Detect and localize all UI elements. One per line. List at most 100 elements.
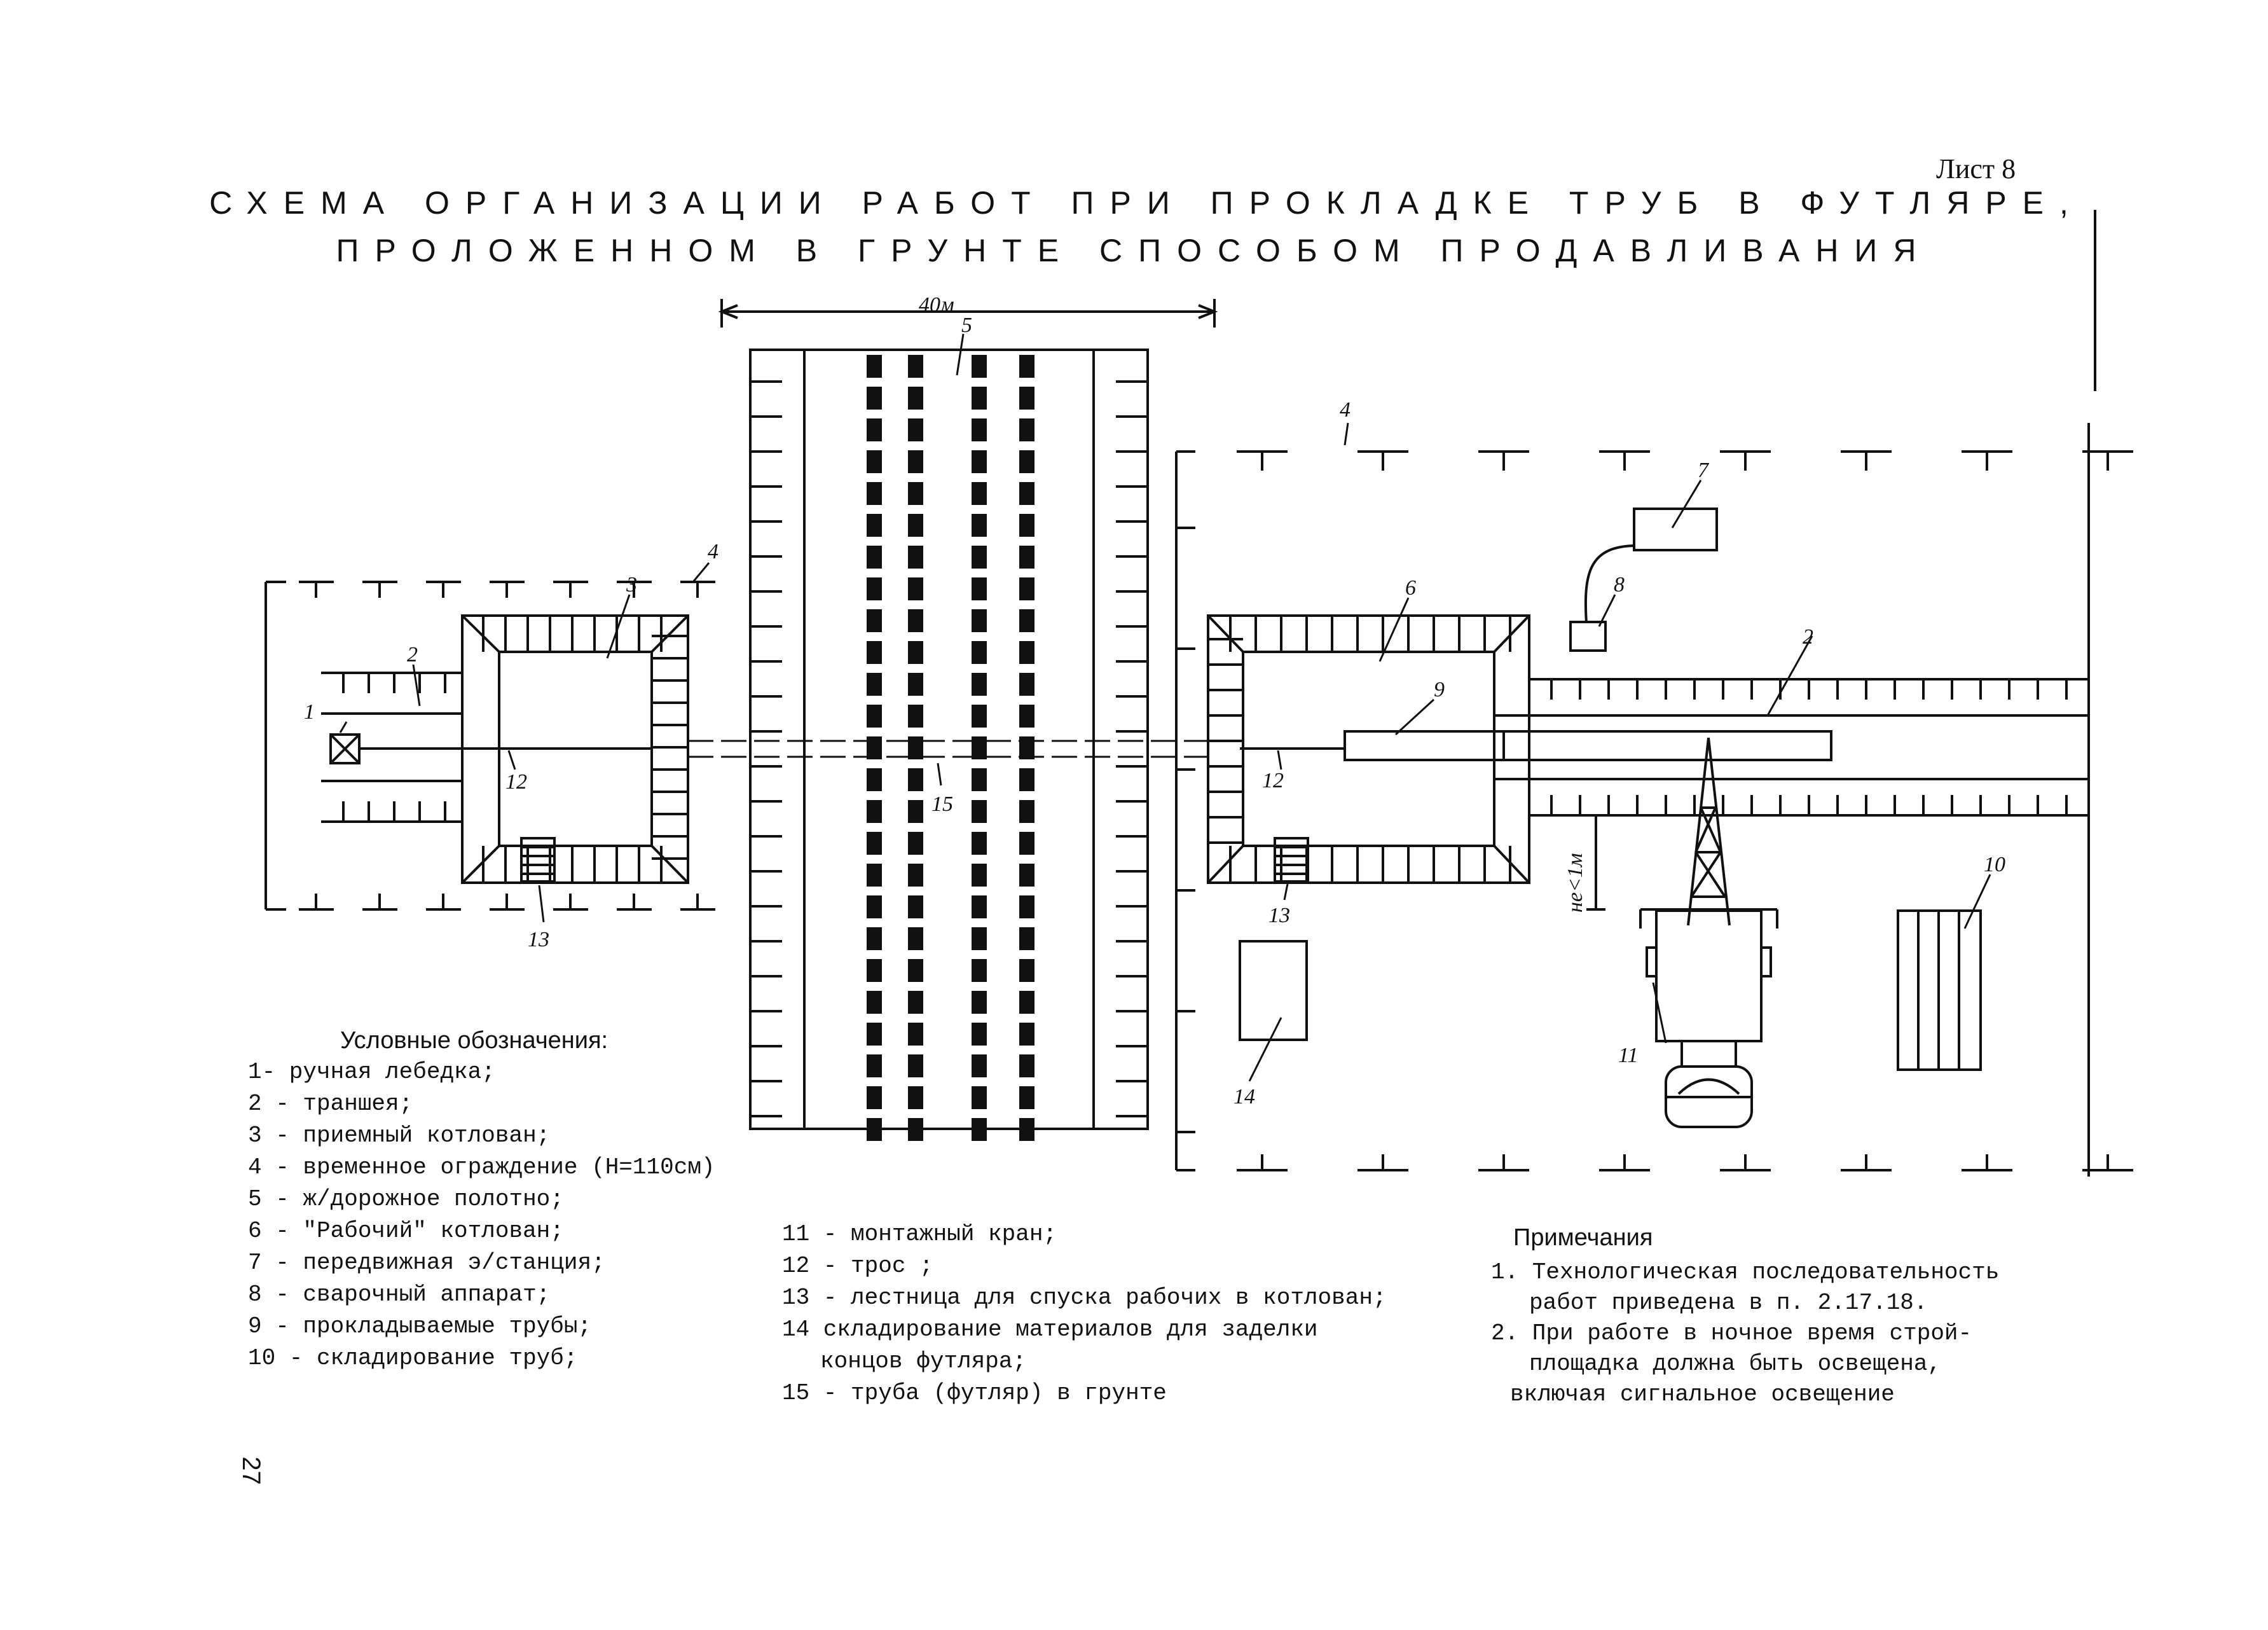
legend-item: 13 - лестница для спуска рабочих в котло…: [782, 1285, 1387, 1311]
rail-segment: [1019, 927, 1034, 950]
rail-segment: [908, 800, 923, 823]
hand-winch: [329, 733, 361, 764]
notes-list: 1. Технологическая последовательность ра…: [1491, 1259, 1999, 1412]
rail-segment: [867, 927, 882, 950]
rail-segment: [1019, 768, 1034, 791]
legend-item: 8 - сварочный аппарат;: [248, 1281, 551, 1308]
rail-segment: [972, 609, 987, 632]
rail-segment: [908, 418, 923, 441]
legend-item: 2 - траншея;: [248, 1091, 413, 1117]
rail-segment: [867, 609, 882, 632]
page-number: 27: [237, 1456, 265, 1485]
rail-segment: [867, 387, 882, 410]
dimension-40m: 40м: [919, 293, 954, 317]
right-fence: [1175, 450, 1195, 1171]
right-trench-ticks: [1550, 679, 2068, 815]
rail-segment: [1019, 355, 1034, 378]
rail-segment: [1019, 1054, 1034, 1077]
leader-lines: [339, 333, 1991, 1082]
left-fence: [265, 581, 286, 911]
rail-segment: [1019, 514, 1034, 537]
rail-segment: [972, 418, 987, 441]
rail-segment: [908, 768, 923, 791]
right-trench: [1494, 678, 2089, 817]
callout-2: 2: [407, 643, 418, 667]
rail-segment: [972, 546, 987, 569]
legend-column-1: 1- ручная лебедка; 2 - траншея; 3 - прие…: [248, 1059, 715, 1377]
legend-item: 12 - трос ;: [782, 1253, 933, 1279]
rail-segment: [867, 895, 882, 918]
rail-segment: [1019, 991, 1034, 1014]
working-pit-ticks: [1208, 616, 1511, 883]
rail-segment: [972, 641, 987, 664]
rail-segment: [1019, 1023, 1034, 1046]
rail-segment: [867, 959, 882, 982]
rail-segment: [867, 705, 882, 728]
rail-segment: [908, 991, 923, 1014]
rail-segment: [908, 387, 923, 410]
rail-segment: [908, 1054, 923, 1077]
rail-segment: [1019, 418, 1034, 441]
rail-segment: [867, 482, 882, 505]
rail-segment: [972, 705, 987, 728]
title-line-1: СХЕМА ОРГАНИЗАЦИИ РАБОТ ПРИ ПРОКЛАДКЕ ТР…: [209, 185, 2084, 221]
note-line: площадка должна быть освещена,: [1529, 1351, 1942, 1377]
callout-6: 6: [1405, 576, 1416, 600]
callout-5: 5: [961, 314, 972, 337]
rail-segment: [972, 927, 987, 950]
callout-11: 11: [1618, 1044, 1638, 1067]
rail-segment: [867, 641, 882, 664]
rail-segment: [867, 514, 882, 537]
rail-segment: [972, 959, 987, 982]
callout-8: 8: [1614, 573, 1625, 597]
legend-column-2: 11 - монтажный кран; 12 - трос ; 13 - ле…: [782, 1221, 1387, 1412]
rail-segment: [972, 1118, 987, 1141]
rail-segment: [908, 736, 923, 759]
rail-segment: [867, 991, 882, 1014]
rail-segment: [908, 450, 923, 473]
rail-segment: [867, 768, 882, 791]
legend-item: 1- ручная лебедка;: [248, 1059, 495, 1085]
rail-segment: [1019, 1118, 1034, 1141]
rail-segment: [972, 864, 987, 887]
rail-segment: [972, 736, 987, 759]
rail-segment: [972, 1054, 987, 1077]
callout-9: 9: [1434, 678, 1445, 701]
rail-segment: [867, 832, 882, 855]
rail-segment: [972, 673, 987, 696]
callout-3: 3: [626, 573, 637, 597]
rail-segment: [972, 387, 987, 410]
stairs-left: [520, 837, 556, 883]
rail-segment: [972, 832, 987, 855]
legend-item: 7 - передвижная э/станция;: [248, 1250, 605, 1276]
left-trench-ticks: [342, 673, 446, 822]
rail-segment: [1019, 895, 1034, 918]
railway-ticks: [750, 380, 1148, 1117]
rail-segment: [1019, 832, 1034, 855]
rail-segment: [908, 895, 923, 918]
power-station: [1633, 508, 1718, 551]
rail-segment: [908, 577, 923, 600]
callout-13-left: 13: [528, 928, 549, 951]
welding-unit: [1569, 621, 1607, 652]
sheet-label: Лист 8: [1936, 153, 2016, 184]
rail-segment: [972, 768, 987, 791]
rail-segment: [1019, 387, 1034, 410]
callout-labels: 1 2 3 4 5 6 7 8 9 10 11 12 12 13 13 14 1…: [304, 293, 2005, 1109]
callout-7: 7: [1698, 459, 1710, 482]
rail-segment: [867, 546, 882, 569]
callout-2-right: 2: [1803, 625, 1813, 649]
railway-bed: [749, 349, 1149, 1130]
rail-segment: [867, 1054, 882, 1077]
pipes-laid: [1344, 730, 1832, 761]
rail-segment: [972, 1086, 987, 1109]
callout-12-right: 12: [1262, 769, 1284, 792]
rail-segment: [908, 864, 923, 887]
cable-power: [1584, 544, 1635, 624]
note-line: работ приведена в п. 2.17.18.: [1529, 1290, 1928, 1316]
rail-segment: [1019, 641, 1034, 664]
working-pit: [1207, 614, 1530, 884]
legend-item: 5 - ж/дорожное полотно;: [248, 1186, 564, 1212]
rail-segment: [908, 673, 923, 696]
